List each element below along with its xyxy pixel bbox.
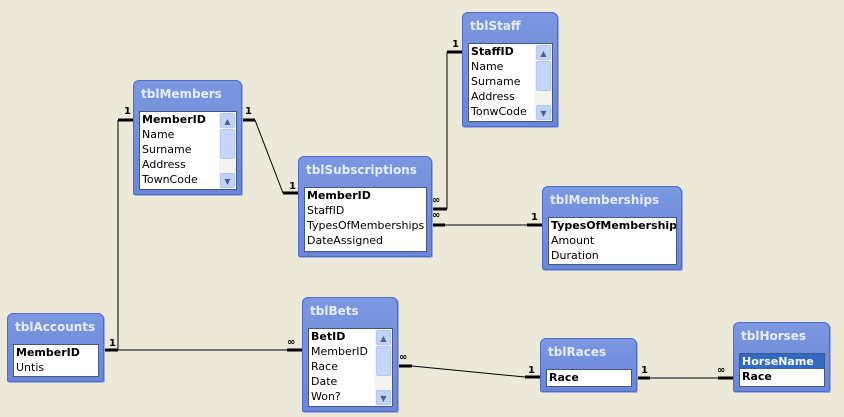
field-item[interactable]: MemberID <box>311 345 368 358</box>
field-item[interactable]: Address <box>471 90 515 103</box>
rel-bets-races[interactable] <box>411 365 526 378</box>
scrollbar[interactable]: ▲ ▼ <box>375 329 392 406</box>
one-label: 1 <box>245 106 252 117</box>
field-item[interactable]: TonwCode <box>471 105 527 118</box>
scroll-thumb[interactable] <box>376 346 391 376</box>
scroll-down-icon[interactable]: ▼ <box>376 390 391 405</box>
scroll-down-icon[interactable]: ▼ <box>536 105 551 120</box>
many-label: ∞ <box>432 195 441 206</box>
one-label: 1 <box>289 181 296 192</box>
table-memberships[interactable]: tblMemberships TypesOfMemberships Amount… <box>542 186 682 270</box>
scroll-thumb[interactable] <box>220 129 235 159</box>
field-item[interactable]: Amount <box>551 234 595 247</box>
table-title[interactable]: tblMembers <box>141 87 222 101</box>
many-label: ∞ <box>287 337 296 348</box>
field-list[interactable]: MemberID Name Surname Address TownCode ▲… <box>139 111 237 190</box>
table-bets[interactable]: tblBets BetID MemberID Race Date Won? ▲ … <box>302 297 398 412</box>
table-title[interactable]: tblAccounts <box>15 320 96 334</box>
field-item[interactable]: Name <box>471 60 504 73</box>
field-item[interactable]: StaffID <box>471 45 514 58</box>
scroll-up-icon[interactable]: ▲ <box>220 113 235 128</box>
one-label: 1 <box>531 212 538 223</box>
scroll-down-icon[interactable]: ▼ <box>220 173 235 188</box>
scroll-up-icon[interactable]: ▲ <box>536 45 551 60</box>
one-label: 1 <box>109 338 116 349</box>
field-item[interactable]: Won? <box>311 390 341 403</box>
field-item[interactable]: DateAssigned <box>307 234 384 247</box>
field-list[interactable]: TypesOfMemberships Amount Duration <box>548 217 677 265</box>
table-title[interactable]: tblHorses <box>741 329 807 343</box>
scrollbar[interactable]: ▲ ▼ <box>535 44 552 121</box>
field-item[interactable]: TypesOfMemberships <box>551 219 677 232</box>
table-subscriptions[interactable]: tblSubscriptions MemberID StaffID TypesO… <box>298 156 432 257</box>
table-races[interactable]: tblRaces Race <box>540 338 637 392</box>
field-item[interactable]: MemberID <box>307 189 371 202</box>
table-horses[interactable]: tblHorses HorseName Race <box>733 322 830 392</box>
table-members[interactable]: tblMembers MemberID Name Surname Address… <box>133 80 242 195</box>
table-accounts[interactable]: tblAccounts MemberID Untis <box>7 313 104 382</box>
many-label: ∞ <box>432 210 441 221</box>
many-label: ∞ <box>399 352 408 363</box>
field-item[interactable]: TypesOfMemberships <box>307 219 425 232</box>
field-item[interactable]: Race <box>549 371 579 384</box>
many-label: ∞ <box>717 365 726 376</box>
field-item[interactable]: BetID <box>311 330 346 343</box>
scroll-up-icon[interactable]: ▲ <box>376 330 391 345</box>
field-item[interactable]: Date <box>311 375 338 388</box>
field-item[interactable]: MemberID <box>16 346 80 359</box>
field-list[interactable]: MemberID StaffID TypesOfMemberships Date… <box>304 187 427 252</box>
one-label: 1 <box>124 106 131 117</box>
table-title[interactable]: tblStaff <box>470 19 521 33</box>
field-item[interactable]: Surname <box>471 75 521 88</box>
scrollbar[interactable]: ▲ ▼ <box>219 112 236 189</box>
table-title[interactable]: tblMemberships <box>550 193 660 207</box>
table-title[interactable]: tblSubscriptions <box>306 163 417 177</box>
table-staff[interactable]: tblStaff StaffID Name Surname Address To… <box>462 12 558 127</box>
table-title[interactable]: tblRaces <box>548 345 607 359</box>
field-item[interactable]: Surname <box>142 143 192 156</box>
field-item[interactable]: MemberID <box>142 113 206 126</box>
field-item[interactable]: TownCode <box>142 173 198 186</box>
field-list[interactable]: HorseName Race <box>739 353 825 387</box>
field-list[interactable]: BetID MemberID Race Date Won? ▲ ▼ <box>308 328 393 407</box>
one-label: 1 <box>641 365 648 376</box>
field-item[interactable]: StaffID <box>307 204 345 217</box>
field-item[interactable]: Name <box>142 128 175 141</box>
field-list[interactable]: MemberID Untis <box>13 344 99 377</box>
table-title[interactable]: tblBets <box>310 304 359 318</box>
scroll-thumb[interactable] <box>536 61 551 91</box>
field-list[interactable]: StaffID Name Surname Address TonwCode ▲ … <box>468 43 553 122</box>
field-item-selected[interactable]: HorseName <box>740 354 824 369</box>
field-item[interactable]: Race <box>311 360 338 373</box>
field-item[interactable]: Duration <box>551 249 599 262</box>
field-item[interactable]: Untis <box>16 361 45 374</box>
one-label: 1 <box>452 39 459 50</box>
field-item[interactable]: Address <box>142 158 186 171</box>
one-label: 1 <box>528 365 535 376</box>
rel-members-subscriptions[interactable] <box>254 119 284 194</box>
field-list[interactable]: Race <box>546 369 632 387</box>
field-item[interactable]: Race <box>742 370 772 383</box>
